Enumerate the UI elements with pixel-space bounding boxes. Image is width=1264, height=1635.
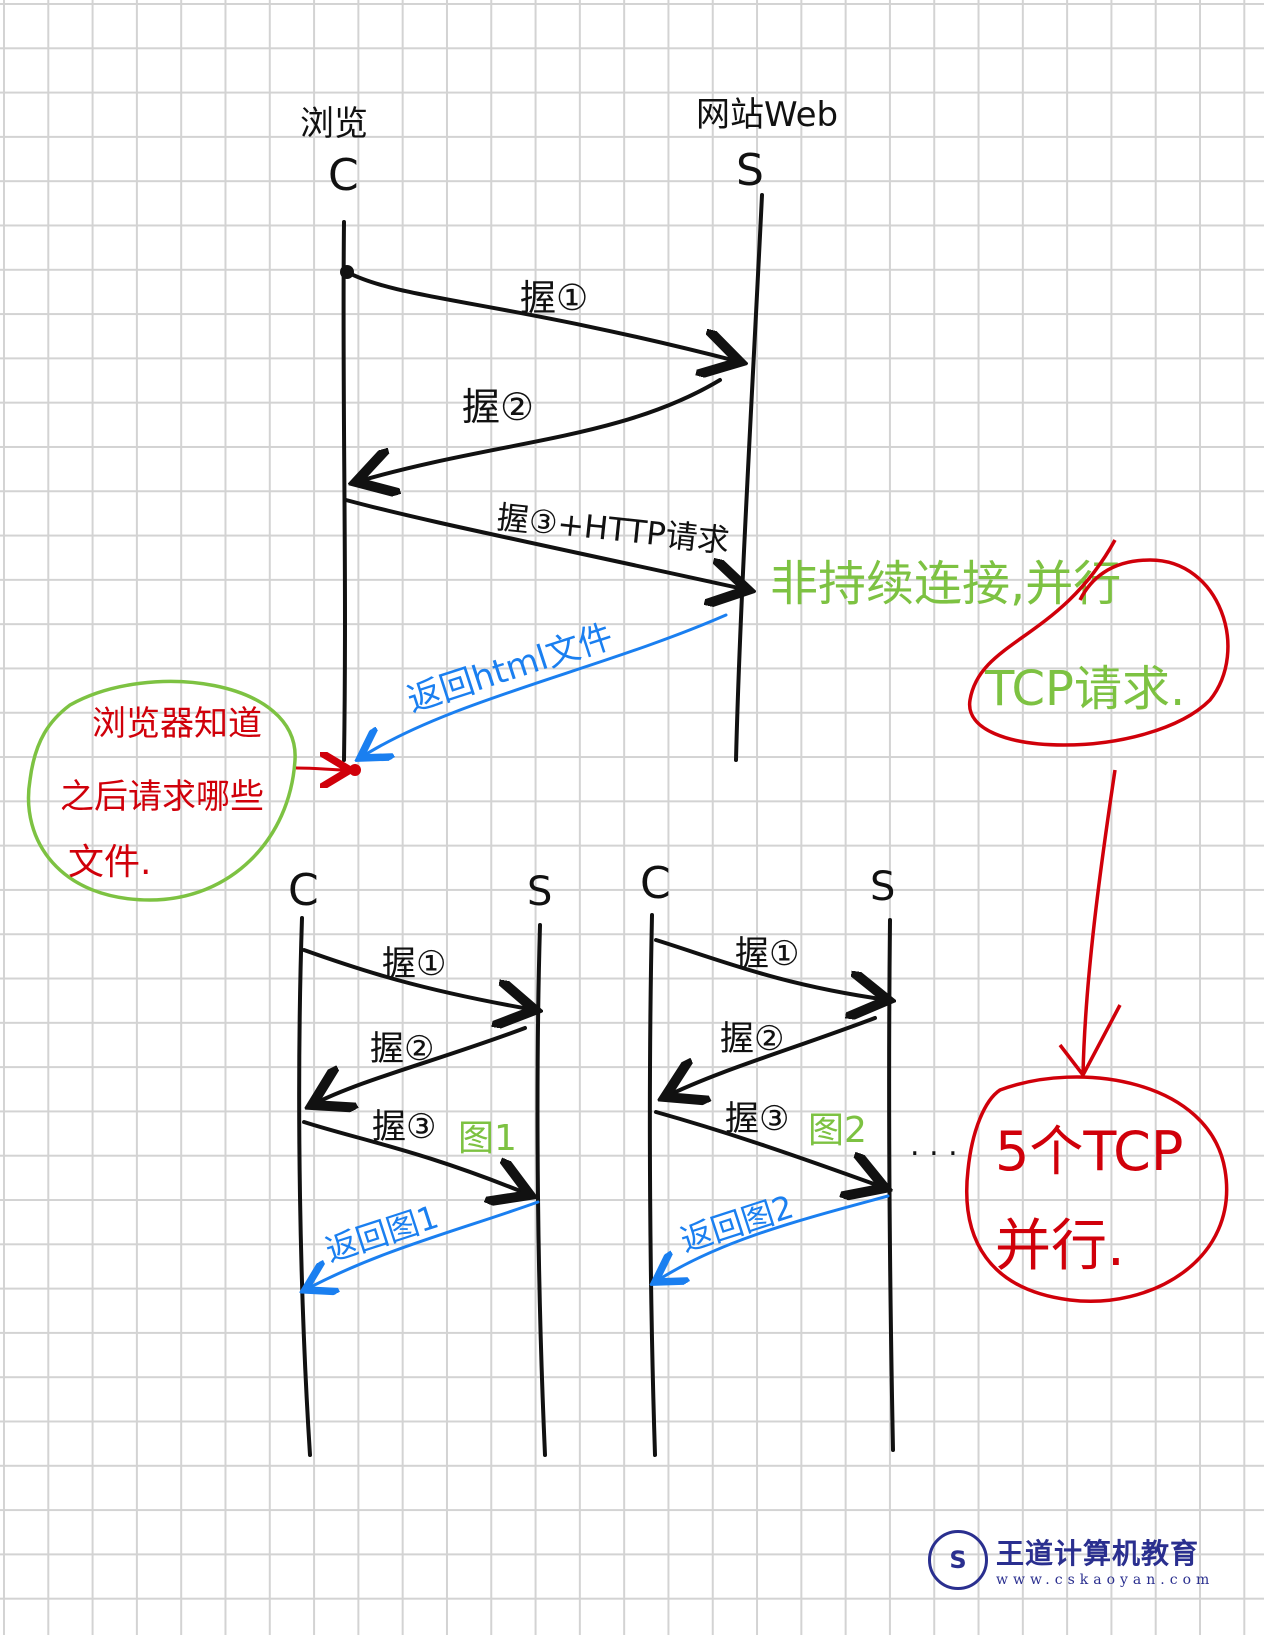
client-lifeline [297,916,312,1457]
nonpersistent-note-line2: TCP请求. [984,661,1185,717]
client-label: C [640,858,671,909]
handshake-1-label: 握① [382,944,446,984]
main-sequence-diagram [340,193,764,762]
note-pointer-arrow [295,768,350,770]
handshake-3-arrow [654,1110,885,1188]
sub-sequence-diagram-1 [297,916,547,1457]
return-html-arrow [360,613,728,758]
logo-name: 王道计算机教育 [996,1537,1200,1570]
logo-url: www.cskaoyan.com [996,1572,1215,1588]
client-label: C [328,150,359,201]
server-label: S [870,864,895,910]
handshake-2-label: 握② [462,385,534,429]
handshake-2-arrow [312,1026,527,1105]
parallel-note-line2: 并行. [995,1214,1125,1279]
nonpersistent-note-line1: 非持续连接,并行 [770,556,1121,612]
handshake-1-label: 握① [520,278,588,319]
browser-note-line2: 之后请求哪些 [60,777,264,817]
handshake-1-label: 握① [735,934,799,974]
handshake-3-label: 握③+HTTP请求 [495,498,731,560]
red-circle-tcp [968,539,1230,747]
logo-seal-icon: S [928,1530,988,1590]
client-lifeline [341,220,347,762]
browser-note-line3: 文件. [68,842,151,883]
return-html-label: 返回html文件 [402,617,617,721]
return-label: 返回图2 [676,1188,798,1260]
sub-sequence-diagram-2 [647,913,893,1457]
handshake-1-arrow [302,948,535,1010]
figure-tag: 图2 [808,1110,867,1151]
red-circle-parallel [965,1075,1229,1303]
handshake-2-label: 握② [720,1019,784,1059]
handshake-2-label: 握② [370,1029,434,1069]
client-lifeline [647,913,657,1457]
brand-logo: S 王道计算机教育 www.cskaoyan.com [928,1530,1214,1590]
server-label: S [527,869,552,915]
return-arrow [655,1194,890,1282]
handshake-1-arrow [345,270,740,362]
ellipsis: . . . [910,1128,958,1163]
return-arrow [305,1200,540,1290]
parallel-note-line1: 5个TCP [995,1120,1183,1183]
browser-note-line1: 浏览器知道 [92,704,262,744]
figure-tag: 图1 [458,1118,517,1159]
red-down-arrow [1058,769,1122,1079]
handshake-2-arrow [356,378,722,482]
server-lifeline [734,193,764,762]
green-bubble [26,679,297,902]
client-caption: 浏览 [300,104,368,144]
handshake-3-label: 握③ [725,1099,789,1139]
server-label: S [736,145,764,196]
server-caption: 网站Web [696,95,838,135]
handshake-3-arrow [344,498,748,590]
client-label: C [288,865,319,916]
pointer-dot [349,764,361,776]
handshake-2-arrow [665,1016,877,1097]
return-label: 返回图1 [321,1198,443,1270]
handshake-1-arrow [654,938,888,1000]
handshake-3-label: 握③ [372,1107,436,1147]
server-lifeline [535,923,547,1457]
handshake-3-arrow [302,1120,530,1195]
